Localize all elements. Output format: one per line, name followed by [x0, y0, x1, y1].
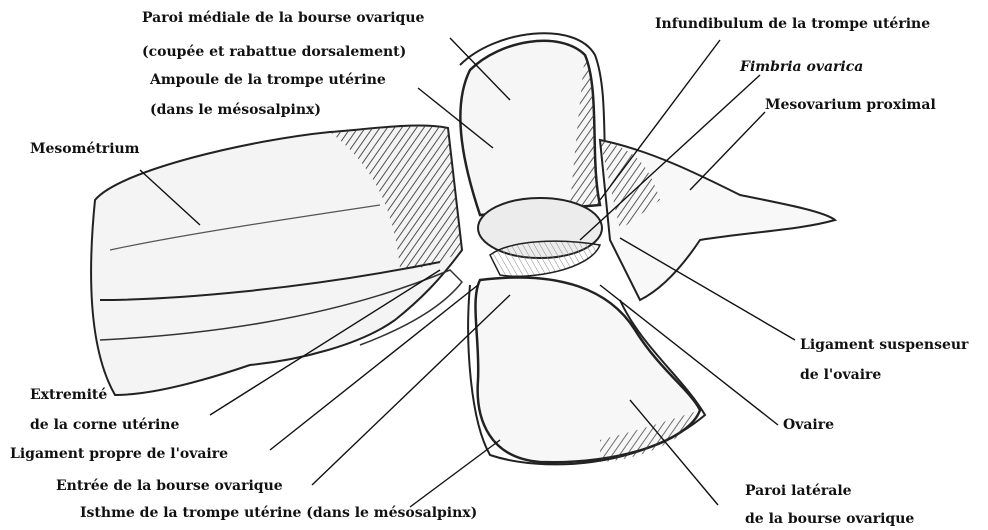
- label-ligament-propre: Ligament propre de l'ovaire: [10, 445, 228, 463]
- label-isthme: Isthme de la trompe utérine (dans le més…: [80, 504, 477, 522]
- label-infundibulum: Infundibulum de la trompe utérine: [655, 15, 930, 33]
- label-paroi-laterale-line2: de la bourse ovarique: [745, 510, 914, 528]
- label-ampoule-line1: Ampoule de la trompe utérine: [150, 71, 386, 89]
- label-extremite-line1: Extremité: [30, 386, 107, 404]
- label-ligament-suspenseur-line1: Ligament suspenseur: [800, 336, 968, 354]
- label-mesovarium: Mesovarium proximal: [765, 96, 936, 114]
- label-entree-bourse: Entrée de la bourse ovarique: [56, 477, 283, 495]
- label-ampoule-line2: (dans le mésosalpinx): [150, 101, 321, 119]
- fimbria-shape: [490, 241, 600, 276]
- label-fimbria-ovarica: Fimbria ovarica: [740, 58, 863, 76]
- label-mesometrium: Mesométrium: [30, 140, 140, 158]
- leader-isthme: [410, 440, 500, 507]
- label-paroi-laterale-line1: Paroi latérale: [745, 482, 852, 500]
- label-paroi-mediale-line2: (coupée et rabattue dorsalement): [142, 43, 406, 61]
- label-extremite-line2: de la corne utérine: [30, 416, 179, 434]
- label-paroi-mediale-line1: Paroi médiale de la bourse ovarique: [142, 9, 424, 27]
- label-ovaire: Ovaire: [783, 416, 834, 434]
- label-ligament-suspenseur-line2: de l'ovaire: [800, 366, 881, 384]
- leader-mesovarium: [690, 112, 765, 190]
